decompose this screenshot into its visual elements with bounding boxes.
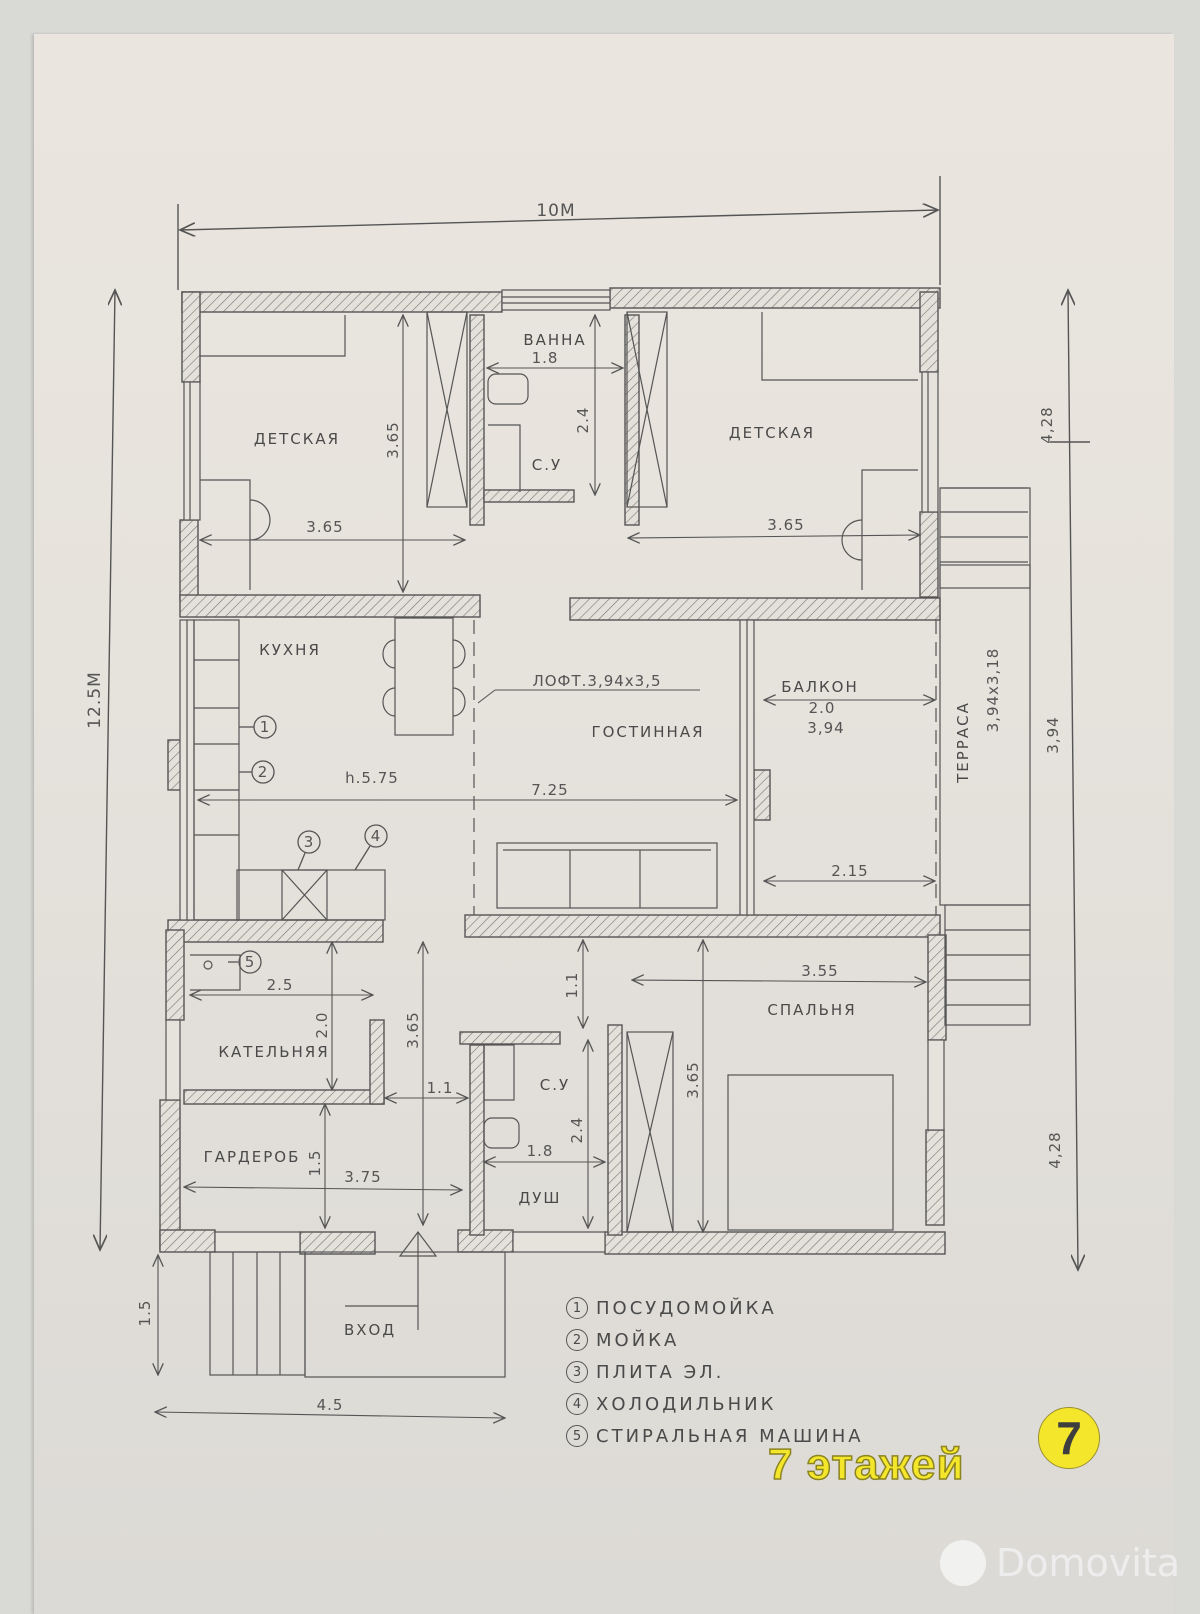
- dim-bath-top-depth: 2.4: [574, 407, 592, 434]
- dim-entrance-depth: 1.5: [136, 1300, 154, 1327]
- logo-7-floors-icon: 7: [1038, 1407, 1100, 1469]
- domovita-logo-icon: [940, 1540, 986, 1586]
- legend-label: МОЙКА: [596, 1329, 680, 1351]
- legend-label: ПОСУДОМОЙКА: [596, 1297, 777, 1319]
- dim-bath-bottom-gap: 1.1: [563, 972, 581, 999]
- room-kids-left: ДЕТСКАЯ: [254, 430, 340, 448]
- domovita-text: Domovita: [996, 1541, 1181, 1585]
- dim-entrance-width: 4.5: [317, 1396, 344, 1414]
- dim-hall-width: 1.1: [427, 1079, 454, 1097]
- legend-number: 4: [566, 1393, 588, 1415]
- dim-bedroom-width: 3.55: [801, 962, 838, 980]
- dim-balcony-width: 2.15: [831, 862, 868, 880]
- dim-right-1: 4,28: [1038, 406, 1056, 443]
- legend-item: 2 МОЙКА: [566, 1324, 864, 1356]
- dim-boiler-depth: 2.0: [313, 1012, 331, 1039]
- dim-hall-depth: 3.65: [404, 1011, 422, 1048]
- room-terrace: ТЕРРАСА: [954, 701, 972, 784]
- dim-balcony-a: 2.0: [809, 699, 836, 717]
- loft-label: ЛОФТ.3,94х3,5: [532, 672, 661, 690]
- legend-number: 2: [566, 1329, 588, 1351]
- room-wc-bottom: С.У: [540, 1076, 570, 1094]
- dim-kitchen-ceiling: h.5.75: [345, 769, 399, 787]
- dim-overall-length: 12.5М: [85, 671, 105, 729]
- marker-5: 5: [245, 953, 256, 971]
- dim-bedroom-depth: 3.65: [684, 1061, 702, 1098]
- dim-bath-bottom-width: 1.8: [527, 1142, 554, 1160]
- room-wc-top: С.У: [532, 456, 562, 474]
- dim-boiler-width: 2.5: [267, 976, 294, 994]
- marker-1: 1: [260, 718, 271, 736]
- room-living: ГОСТИННАЯ: [591, 723, 704, 741]
- dim-10m-line: [180, 210, 938, 230]
- appliance-legend: 1 ПОСУДОМОЙКА 2 МОЙКА 3 ПЛИТА ЭЛ. 4 ХОЛО…: [566, 1292, 864, 1452]
- legend-item: 4 ХОЛОДИЛЬНИК: [566, 1388, 864, 1420]
- dim-bath-bottom-depth: 2.4: [568, 1117, 586, 1144]
- room-kids-right: ДЕТСКАЯ: [729, 424, 815, 442]
- room-balcony: БАЛКОН: [781, 678, 859, 696]
- dim-kitchen-length: 7.25: [531, 781, 568, 799]
- marker-4: 4: [371, 827, 382, 845]
- legend-label: ПЛИТА ЭЛ.: [596, 1361, 725, 1383]
- room-shower: ДУШ: [519, 1189, 562, 1207]
- dim-wardrobe-depth: 1.5: [306, 1150, 324, 1177]
- legend-label: ХОЛОДИЛЬНИК: [596, 1393, 777, 1415]
- room-bath-top: ВАННА: [523, 331, 586, 349]
- legend-item: 1 ПОСУДОМОЙКА: [566, 1292, 864, 1324]
- watermark-domovita: Domovita: [940, 1540, 1180, 1586]
- dim-bath-top-width: 1.8: [532, 349, 559, 367]
- dim-terrace-size: 3,94х3,18: [984, 648, 1002, 733]
- room-wardrobe: ГАРДЕРОБ: [204, 1148, 301, 1166]
- legend-number: 5: [566, 1425, 588, 1447]
- dim-kids-right-width: 3.65: [767, 516, 804, 534]
- room-kitchen: КУХНЯ: [259, 641, 321, 659]
- legend-item: 3 ПЛИТА ЭЛ.: [566, 1356, 864, 1388]
- dim-balcony-b: 3,94: [807, 719, 844, 737]
- watermark-7-floors: 7 этажей: [767, 1439, 965, 1490]
- marker-2: 2: [258, 763, 269, 781]
- room-boiler: КАТЕЛЬНЯЯ: [218, 1043, 329, 1061]
- dim-right-2: 3,94: [1044, 716, 1062, 753]
- legend-number: 3: [566, 1361, 588, 1383]
- room-bedroom: СПАЛЬНЯ: [767, 1001, 856, 1019]
- dim-wardrobe-width: 3.75: [344, 1168, 381, 1186]
- room-entrance: ВХОД: [344, 1321, 396, 1339]
- dim-kids-left-width: 3.65: [306, 518, 343, 536]
- legend-number: 1: [566, 1297, 588, 1319]
- legend-label: СТИРАЛЬНАЯ МАШИНА: [596, 1425, 864, 1447]
- legend-item: 5 СТИРАЛЬНАЯ МАШИНА: [566, 1420, 864, 1452]
- dim-kids-left-depth: 3.65: [384, 421, 402, 458]
- marker-3: 3: [304, 833, 315, 851]
- dim-overall-width: 10М: [536, 201, 575, 221]
- dim-right-3: 4,28: [1046, 1131, 1064, 1168]
